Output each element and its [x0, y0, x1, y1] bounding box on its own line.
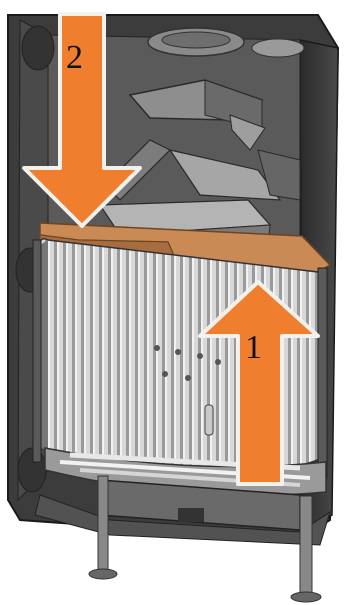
arrow-up-label: 1	[245, 329, 262, 366]
arrow-down-label: 2	[66, 39, 83, 76]
